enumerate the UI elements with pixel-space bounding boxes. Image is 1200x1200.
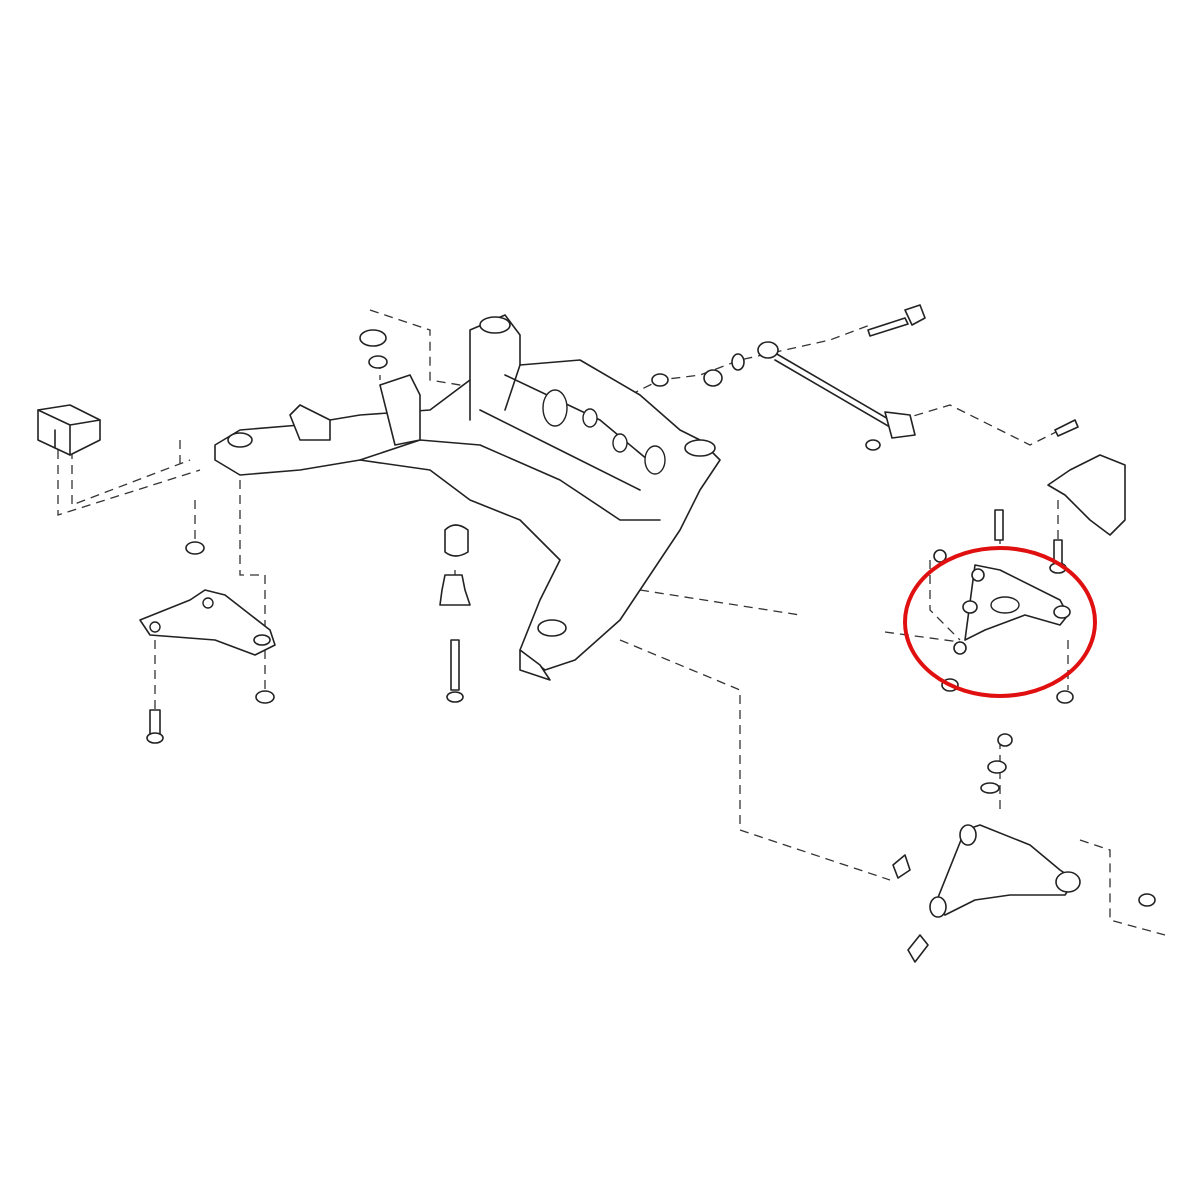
differential-mount-bracket — [139, 589, 276, 656]
leader-lines — [57, 309, 1166, 936]
subframe — [214, 314, 721, 681]
mount-bracket-left — [37, 404, 101, 456]
upper-control-arm — [941, 564, 1071, 692]
highlight-circle — [903, 546, 1097, 698]
lower-control-arm — [929, 824, 1081, 918]
lateral-link — [757, 341, 916, 451]
fasteners — [146, 304, 1156, 963]
knuckle-bracket — [1047, 454, 1126, 536]
